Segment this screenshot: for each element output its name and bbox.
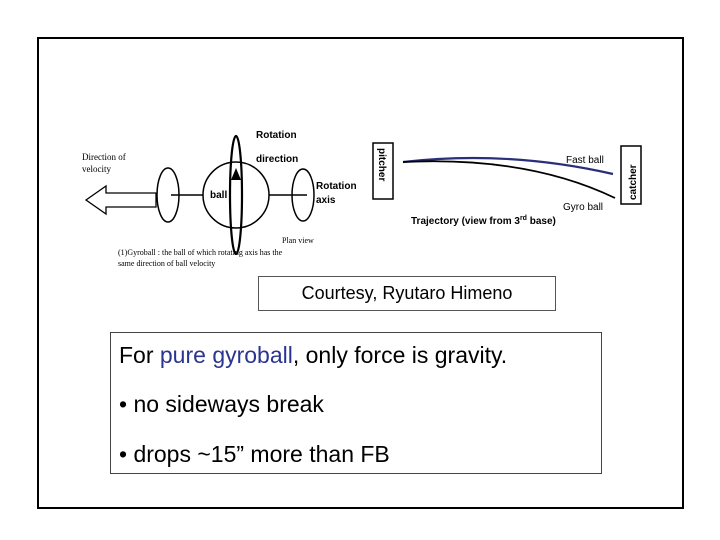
- courtesy-box: Courtesy, Ryutaro Himeno: [258, 276, 556, 311]
- courtesy-text: Courtesy, Ryutaro Himeno: [301, 283, 513, 303]
- summary-heading: For pure gyroball, only force is gravity…: [119, 342, 507, 369]
- ball-label: ball: [210, 190, 227, 201]
- velocity-arrow: [84, 184, 157, 216]
- summary-box: For pure gyroball, only force is gravity…: [110, 332, 602, 474]
- direction-label-line1: Direction of: [82, 152, 126, 162]
- fast-ball-trajectory: [402, 156, 614, 176]
- fast-ball-label: Fast ball: [566, 155, 604, 166]
- gyro-ball-label: Gyro ball: [563, 202, 603, 213]
- bullet-drops-more: • drops ~15” more than FB: [119, 441, 390, 467]
- right-rotation-ellipse: [291, 168, 315, 222]
- caption-line2: same direction of ball velocity: [118, 259, 215, 268]
- trajectory-label: Trajectory (view from 3rd base): [411, 215, 556, 227]
- heading-highlight: pure gyroball: [159, 342, 293, 368]
- rotation-axis-line2: axis: [316, 195, 336, 206]
- catcher-label: catcher: [628, 164, 639, 200]
- pitcher-label: pitcher: [376, 148, 387, 181]
- gyroball-diagram: Direction of velocity ball Rotation dire…: [78, 120, 648, 280]
- caption-line1: (1)Gyroball : the ball of which rotating…: [118, 248, 283, 257]
- slide-frame: [37, 37, 684, 509]
- pitcher-box: [372, 142, 394, 200]
- heading-suffix: , only force is gravity.: [292, 342, 508, 368]
- bullet-no-sideways-break: • no sideways break: [119, 391, 324, 417]
- rotation-direction-ellipse: [228, 134, 244, 256]
- ball-circle: [202, 161, 270, 229]
- gyro-ball-trajectory: [402, 160, 616, 199]
- rotation-arrowhead: [231, 168, 241, 180]
- heading-prefix: For: [119, 342, 160, 368]
- catcher-box: [620, 145, 642, 205]
- rotation-axis-line1: Rotation: [316, 181, 357, 192]
- rotation-direction-line1: Rotation: [256, 130, 297, 141]
- direction-label-line2: velocity: [82, 164, 111, 174]
- rotation-direction-line2: direction: [256, 154, 298, 165]
- plan-view-label: Plan view: [282, 236, 314, 245]
